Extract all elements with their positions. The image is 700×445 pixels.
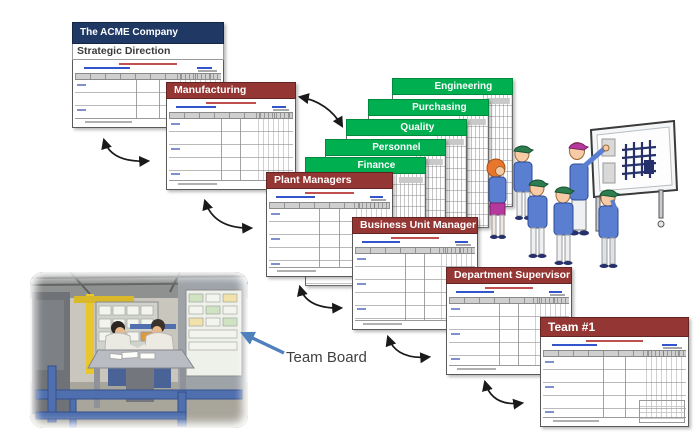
sheet-micro-subtitle-row — [449, 291, 569, 293]
sheet-micro-left-text — [176, 106, 216, 108]
sheet-micro-right-text — [662, 344, 678, 346]
sheet-micro-title — [305, 192, 354, 194]
sheet-micro-subtitle-row — [543, 344, 686, 346]
sheet-micro-title — [391, 237, 439, 239]
team-board-photo — [30, 272, 248, 428]
sheet-footnote-text — [553, 420, 599, 422]
presenter-figure — [568, 142, 610, 236]
sheet-row-grid — [169, 119, 293, 180]
sheet-micro-legend — [663, 347, 682, 349]
double-arrow-department-supervisor-team — [482, 379, 525, 410]
sheet-footnote — [75, 118, 221, 126]
board-sketch — [621, 140, 657, 180]
sheet-micro-right-text — [272, 106, 286, 108]
sheet-micro-right-text — [196, 67, 213, 69]
personnel-title-bar: Personnel — [325, 139, 446, 156]
sheet-micro-left-text — [456, 291, 495, 293]
sheet-column-header-band — [355, 247, 475, 254]
team-board-pointer-arrow — [240, 331, 285, 355]
sheet-footnote — [449, 365, 569, 373]
sheet-footnote-text — [363, 323, 402, 325]
blue-platform — [35, 365, 243, 428]
sheet-footnote — [169, 180, 293, 188]
sheet-micro-subtitle-row — [355, 241, 475, 243]
double-arrow-manufacturing-functions — [297, 93, 344, 128]
engineering-title-bar: Engineering — [392, 78, 513, 95]
sheet-micro-title — [485, 287, 533, 289]
board-team-1: Team #1 — [540, 317, 689, 427]
purchasing-title-bar: Purchasing — [368, 99, 489, 116]
acme-title-bar: The ACME Company — [72, 22, 224, 44]
sheet-footnote-text — [277, 270, 317, 272]
sheet-footnote — [543, 417, 686, 425]
sheet-micro-title — [118, 63, 178, 65]
business-unit-manager-title-bar: Business Unit Manager — [352, 217, 478, 234]
team-board-caption: Team Board — [286, 349, 367, 366]
sheet-micro-right-text — [369, 196, 383, 198]
sheet-footnote — [269, 267, 390, 275]
sheet-signature-block — [639, 400, 685, 423]
team-1-sheet — [540, 337, 689, 427]
double-arrow-manufacturing-plant-managers — [202, 198, 254, 234]
sheet-micro-legend — [197, 70, 217, 72]
sheet-micro-legend — [370, 199, 387, 201]
sheet-column-header-band — [75, 73, 221, 80]
sheet-micro-left-text — [551, 344, 597, 346]
plant-managers-title-bar: Plant Managers — [266, 172, 393, 189]
sheet-micro-left-text — [276, 196, 315, 198]
sheet-micro-subtitle-row — [75, 67, 221, 69]
sheet-micro-legend — [455, 244, 472, 246]
seated-workers — [103, 319, 176, 388]
double-arrow-plant-managers-bum — [297, 284, 344, 314]
strategic-direction-bar: Strategic Direction — [72, 44, 224, 60]
sheet-micro-left-text — [83, 67, 130, 69]
board-manufacturing: Manufacturing — [166, 82, 296, 190]
sheet-micro-subtitle-row — [169, 106, 293, 108]
manufacturing-sheet — [166, 99, 296, 190]
sheet-micro-title — [206, 102, 256, 104]
double-arrow-bum-department-supervisor — [385, 334, 432, 364]
sheet-footnote-text — [177, 183, 218, 185]
department-supervisor-title-bar: Department Supervisor — [446, 267, 572, 284]
sheet-column-header-band — [269, 202, 390, 209]
manufacturing-title-bar: Manufacturing — [166, 82, 296, 99]
sheet-column-header-band — [449, 297, 569, 304]
sheet-micro-right-text — [455, 241, 468, 243]
factory-scene — [30, 272, 248, 428]
quality-title-bar: Quality — [346, 119, 467, 136]
sheet-micro-legend — [549, 294, 566, 296]
sheet-footnote-text — [85, 121, 132, 123]
sheet-micro-legend — [273, 109, 290, 111]
sheet-column-header-band — [543, 350, 686, 357]
sheet-micro-right-text — [549, 291, 562, 293]
sheet-footnote-text — [457, 368, 496, 370]
sheet-micro-title — [585, 340, 644, 342]
sheet-micro-subtitle-row — [269, 196, 390, 198]
double-arrow-acme-manufacturing — [101, 137, 151, 167]
sheet-footnote — [355, 320, 475, 328]
background-boards — [95, 278, 246, 394]
sheet-column-header-band — [169, 112, 293, 119]
presentation-board — [589, 119, 679, 232]
work-table — [87, 349, 195, 408]
sheet-micro-left-text — [362, 241, 401, 243]
team-1-title-bar: Team #1 — [540, 317, 689, 337]
